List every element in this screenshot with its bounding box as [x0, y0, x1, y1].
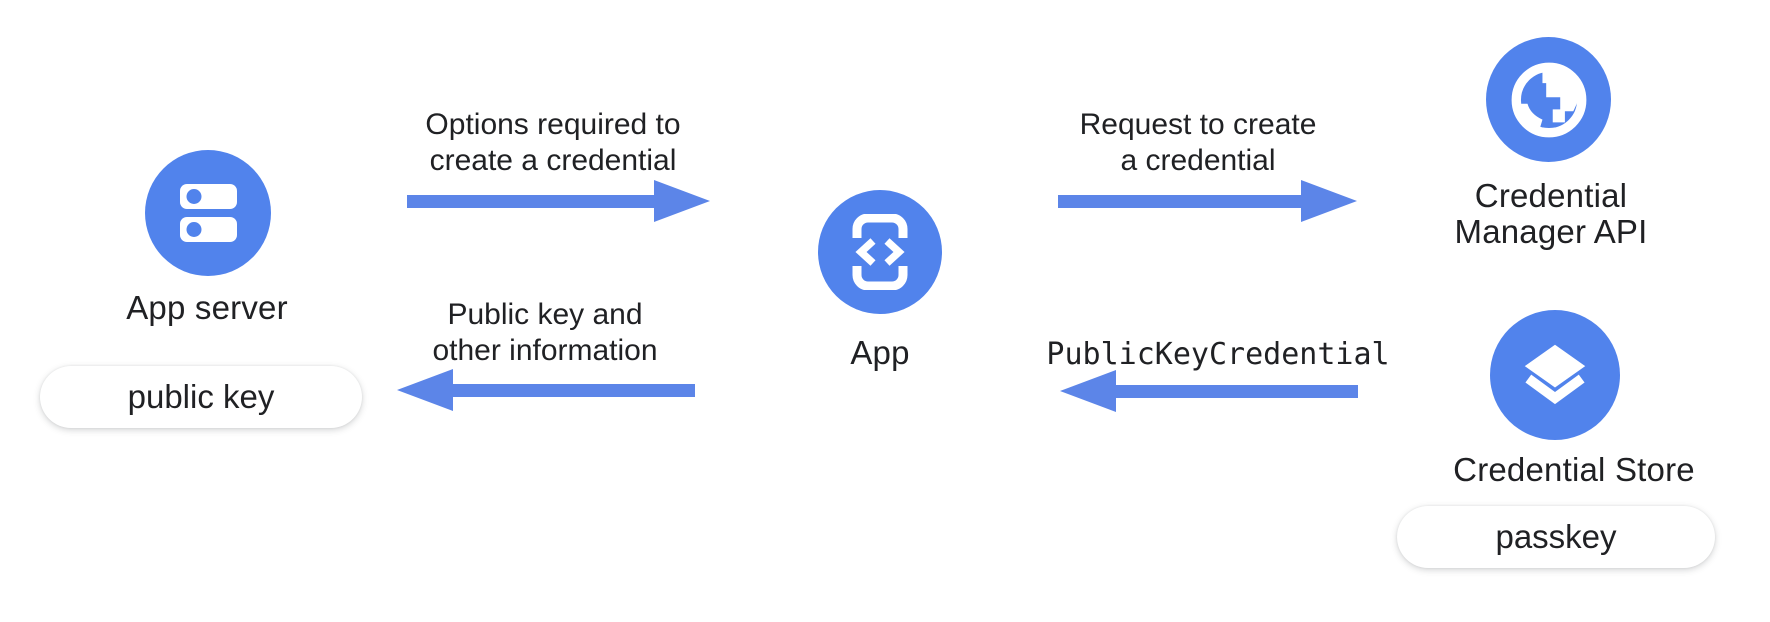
- credential-manager-api-node: [1486, 37, 1611, 162]
- passkey-pill: passkey: [1397, 506, 1715, 568]
- app-label: App: [850, 334, 910, 371]
- publickey-arrow-label: Public key and other information: [432, 298, 658, 367]
- phone-code-icon: [852, 214, 908, 290]
- server-icon: [179, 184, 237, 242]
- globe-icon: [1506, 57, 1592, 143]
- credential-store-label: Credential Store: [1453, 451, 1695, 488]
- options-arrow-label: Options required to create a credential: [425, 108, 681, 177]
- request-arrow-right-icon: [1058, 180, 1357, 222]
- app-server-label: App server: [126, 289, 288, 326]
- publickeycredential-arrow-left-icon: [1060, 370, 1358, 412]
- public-key-pill: public key: [40, 366, 362, 428]
- app-server-node: [145, 150, 271, 276]
- layers-icon: [1521, 343, 1589, 407]
- request-arrow-label: Request to create a credential: [1079, 108, 1317, 177]
- options-arrow-right-icon: [407, 180, 710, 222]
- credential-manager-api-label: Credential Manager API: [1454, 177, 1648, 250]
- credential-store-node: [1490, 310, 1620, 440]
- publickeycredential-arrow-label: PublicKeyCredential: [1046, 337, 1390, 372]
- publickey-arrow-left-icon: [397, 369, 695, 411]
- app-node: [818, 190, 942, 314]
